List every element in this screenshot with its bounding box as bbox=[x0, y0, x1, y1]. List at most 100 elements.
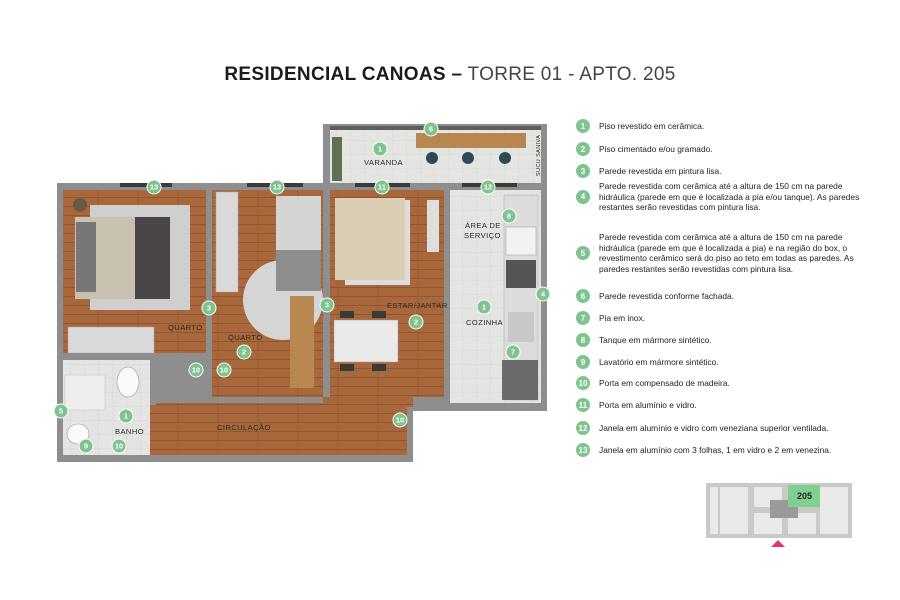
plan-badge-3: 3 bbox=[319, 297, 335, 313]
north-arrow bbox=[771, 540, 785, 547]
svg-text:8: 8 bbox=[507, 212, 511, 221]
bed-double-blanket bbox=[135, 217, 170, 299]
fridge bbox=[502, 360, 538, 400]
label-cozinha: COZINHA bbox=[466, 318, 504, 327]
stove bbox=[506, 260, 536, 288]
legend-text: Parede revestida em pintura lisa. bbox=[599, 165, 722, 176]
legend-badge: 9 bbox=[576, 355, 590, 369]
legend-badge: 2 bbox=[576, 142, 590, 156]
legend-item-7: 7 Pia em inox. bbox=[576, 311, 861, 325]
plan-badge-9: 9 bbox=[78, 438, 94, 454]
label-circulacao: CIRCULAÇÃO bbox=[217, 423, 271, 432]
wardrobe2 bbox=[215, 191, 239, 293]
inner-walls bbox=[63, 183, 450, 405]
varanda-table bbox=[416, 133, 526, 148]
legend-text: Tanque em mármore sintético. bbox=[599, 334, 712, 345]
label-quarto2: QUARTO bbox=[228, 333, 263, 342]
svg-text:1: 1 bbox=[482, 303, 486, 312]
svg-text:6: 6 bbox=[429, 125, 433, 134]
svg-text:4: 4 bbox=[541, 290, 546, 299]
legend-item-4: 4 Parede revestida com cerâmica até a alt… bbox=[576, 181, 861, 213]
title-light: TORRE 01 - APTO. 205 bbox=[467, 64, 676, 85]
legend-text: Piso revestido em cerâmica. bbox=[599, 120, 705, 131]
legend-badge: 13 bbox=[576, 443, 590, 457]
plan-badge-3: 3 bbox=[201, 300, 217, 316]
plan-badge-1: 1 bbox=[118, 408, 134, 424]
plan-badge-7: 7 bbox=[505, 344, 521, 360]
legend-text: Parede revestida com cerâmica até a altu… bbox=[599, 181, 860, 213]
svg-text:11: 11 bbox=[378, 183, 386, 192]
svg-text:1: 1 bbox=[124, 412, 128, 421]
bedside-lamp bbox=[73, 198, 87, 212]
plan-badge-10: 10 bbox=[216, 362, 232, 378]
svg-text:12: 12 bbox=[484, 183, 492, 192]
legend-item-8: 8 Tanque em mármore sintético. bbox=[576, 333, 861, 347]
legend-text: Pia em inox. bbox=[599, 312, 646, 323]
plan-badge-2: 2 bbox=[408, 314, 424, 330]
legend-badge: 1 bbox=[576, 119, 590, 133]
toilet bbox=[116, 366, 140, 398]
legend-item-1: 1 Piso revestido em cerâmica. bbox=[576, 119, 861, 133]
legend-text: Parede revestida com cerâmica até a altu… bbox=[599, 232, 854, 274]
svg-text:13: 13 bbox=[150, 183, 158, 192]
legend-badge: 7 bbox=[576, 311, 590, 325]
legend-text: Lavatório em mármore sintético. bbox=[599, 356, 719, 367]
plan-badge-10: 10 bbox=[188, 362, 204, 378]
legend-text: Porta em compensado de madeira. bbox=[599, 377, 730, 388]
desk bbox=[290, 296, 314, 388]
svg-text:1: 1 bbox=[378, 145, 382, 154]
page-title: RESIDENCIAL CANOAS – TORRE 01 - APTO. 20… bbox=[0, 64, 900, 86]
sink bbox=[508, 312, 534, 342]
key-plan-unit-highlight bbox=[788, 485, 820, 507]
title-bold: RESIDENCIAL CANOAS – bbox=[224, 64, 463, 85]
wardrobe1 bbox=[67, 326, 155, 354]
label-estar: ESTAR/JANTAR bbox=[387, 301, 448, 310]
varanda-plant bbox=[332, 137, 342, 181]
svg-text:7: 7 bbox=[511, 348, 515, 357]
plan-badge-5: 5 bbox=[53, 403, 69, 419]
plan-badge-6: 6 bbox=[423, 121, 439, 137]
legend-badge: 4 bbox=[576, 189, 590, 204]
legend-text: Piso cimentado e/ou gramado. bbox=[599, 143, 713, 154]
legend-badge: 3 bbox=[576, 164, 590, 178]
svg-text:13: 13 bbox=[273, 183, 281, 192]
bed-double-pillow bbox=[76, 222, 96, 292]
svg-text:10: 10 bbox=[220, 366, 228, 375]
legend-text: Porta em alumínio e vidro. bbox=[599, 399, 697, 410]
svg-text:10: 10 bbox=[396, 416, 404, 425]
legend-badge: 8 bbox=[576, 333, 590, 347]
label-vertical: SUCU SANIVA bbox=[536, 135, 542, 176]
legend-text: Parede revestida conforme fachada. bbox=[599, 290, 735, 301]
svg-text:2: 2 bbox=[242, 348, 246, 357]
plan-badge-8: 8 bbox=[501, 208, 517, 224]
dining-table bbox=[333, 319, 399, 363]
legend-badge: 5 bbox=[576, 246, 590, 261]
plan-badges: 6 1 13 13 11 12 8 3 3 2 2 4 1 7 1 10 10 5 9 10 10 bbox=[53, 121, 551, 454]
plan-badge-12: 12 bbox=[480, 179, 496, 195]
svg-text:10: 10 bbox=[115, 442, 123, 451]
key-plan-unit: 205 bbox=[797, 491, 812, 501]
plan-badge-2: 2 bbox=[236, 344, 252, 360]
label-varanda: VARANDA bbox=[364, 158, 403, 167]
legend-item-2: 2 Piso cimentado e/ou gramado. bbox=[576, 142, 861, 156]
tv-panel bbox=[427, 200, 439, 252]
legend-item-5: 5 Parede revestida com cerâmica até a alt… bbox=[576, 232, 861, 274]
plan-badge-13: 13 bbox=[269, 179, 285, 195]
bed-single-blanket bbox=[276, 250, 321, 291]
svg-text:3: 3 bbox=[325, 301, 329, 310]
legend-item-9: 9 Lavatório em mármore sintético. bbox=[576, 355, 861, 369]
dining-chairs bbox=[340, 311, 386, 371]
legend-text: Janela em alumínio com 3 folhas, 1 em vi… bbox=[599, 444, 832, 455]
legend-text: Janela em alumínio e vidro com veneziana… bbox=[599, 422, 829, 433]
label-area-servico-2: SERVIÇO bbox=[464, 231, 501, 240]
label-banho: BANHO bbox=[115, 427, 144, 436]
svg-text:5: 5 bbox=[59, 407, 63, 416]
plan-badge-4: 4 bbox=[535, 286, 551, 302]
svg-text:10: 10 bbox=[192, 366, 200, 375]
plan-badge-1: 1 bbox=[372, 141, 388, 157]
varanda-chairs bbox=[426, 152, 511, 164]
